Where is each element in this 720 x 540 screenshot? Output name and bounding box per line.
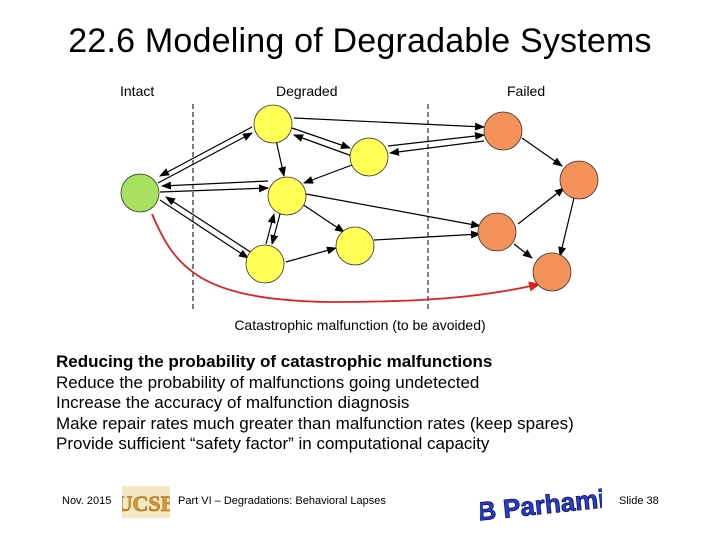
state-degraded-5	[335, 226, 375, 266]
column-label-failed: Failed	[507, 83, 546, 99]
svg-text:UCSB: UCSB	[122, 491, 170, 516]
transition-d3-to-d4	[270, 213, 281, 245]
state-failed-2	[559, 160, 599, 200]
transition-d3-to-intact	[161, 180, 269, 190]
catastrophic-transition-arrow	[151, 213, 541, 303]
transition-f1-to-d2	[389, 140, 485, 156]
transition-f3-to-f2	[517, 187, 565, 225]
transition-d1-to-intact	[159, 126, 253, 177]
transition-d4-to-intact	[165, 196, 253, 254]
transition-d2-to-d3	[303, 164, 353, 184]
transition-d3-to-d5	[301, 203, 345, 233]
footer-slide-number: Slide 38	[619, 495, 659, 507]
bullet-list: Reducing the probability of catastrophic…	[56, 352, 574, 455]
svg-text:B Parhami: B Parhami	[480, 483, 602, 524]
state-degraded-3	[267, 176, 307, 216]
state-failed-3	[477, 212, 517, 252]
bullet-heading: Reducing the probability of catastrophic…	[56, 352, 493, 371]
state-failed-4	[532, 252, 572, 292]
transition-intact-to-d4	[159, 199, 249, 259]
state-intact	[120, 173, 160, 213]
transition-d5-to-f3	[373, 230, 481, 241]
transition-d1-to-f1	[293, 117, 485, 131]
state-degraded-2	[349, 137, 389, 177]
transition-f2-to-f4	[558, 197, 575, 257]
author-logo: B Parhami	[480, 483, 602, 524]
footer-date: Nov. 2015	[62, 495, 112, 507]
state-degraded-1	[253, 104, 293, 144]
transition-d1-to-d2	[291, 127, 351, 149]
state-degraded-4	[245, 244, 285, 284]
diagram-caption: Catastrophic malfunction (to be avoided)	[234, 317, 486, 333]
transition-intact-to-d3	[159, 184, 269, 193]
transition-d4-to-d5	[285, 246, 337, 263]
transition-d2-to-f1	[387, 132, 485, 147]
ucsb-logo: UCSB	[122, 486, 170, 518]
state-failed-1	[483, 111, 523, 151]
transition-d3-to-f3	[305, 193, 481, 229]
transition-f3-to-f4	[513, 243, 533, 259]
bullet-item: Make repair rates much greater than malf…	[56, 413, 574, 433]
bullet-item: Reduce the probability of malfunctions g…	[56, 372, 480, 392]
slide-title: 22.6 Modeling of Degradable Systems	[68, 22, 652, 60]
column-label-intact: Intact	[120, 83, 155, 99]
transition-intact-to-d1	[157, 132, 253, 184]
transition-f1-to-f2	[521, 137, 563, 167]
transition-d1-to-d3	[275, 139, 286, 177]
column-label-degraded: Degraded	[276, 83, 338, 99]
transition-d2-to-d1	[293, 134, 353, 157]
bullet-item: Provide sufficient “safety factor” in co…	[56, 434, 490, 453]
footer-course: Part VI – Degradations: Behavioral Lapse…	[178, 495, 386, 507]
transition-d4-to-d3	[265, 213, 276, 245]
bullet-item: Increase the accuracy of malfunction dia…	[56, 393, 410, 412]
